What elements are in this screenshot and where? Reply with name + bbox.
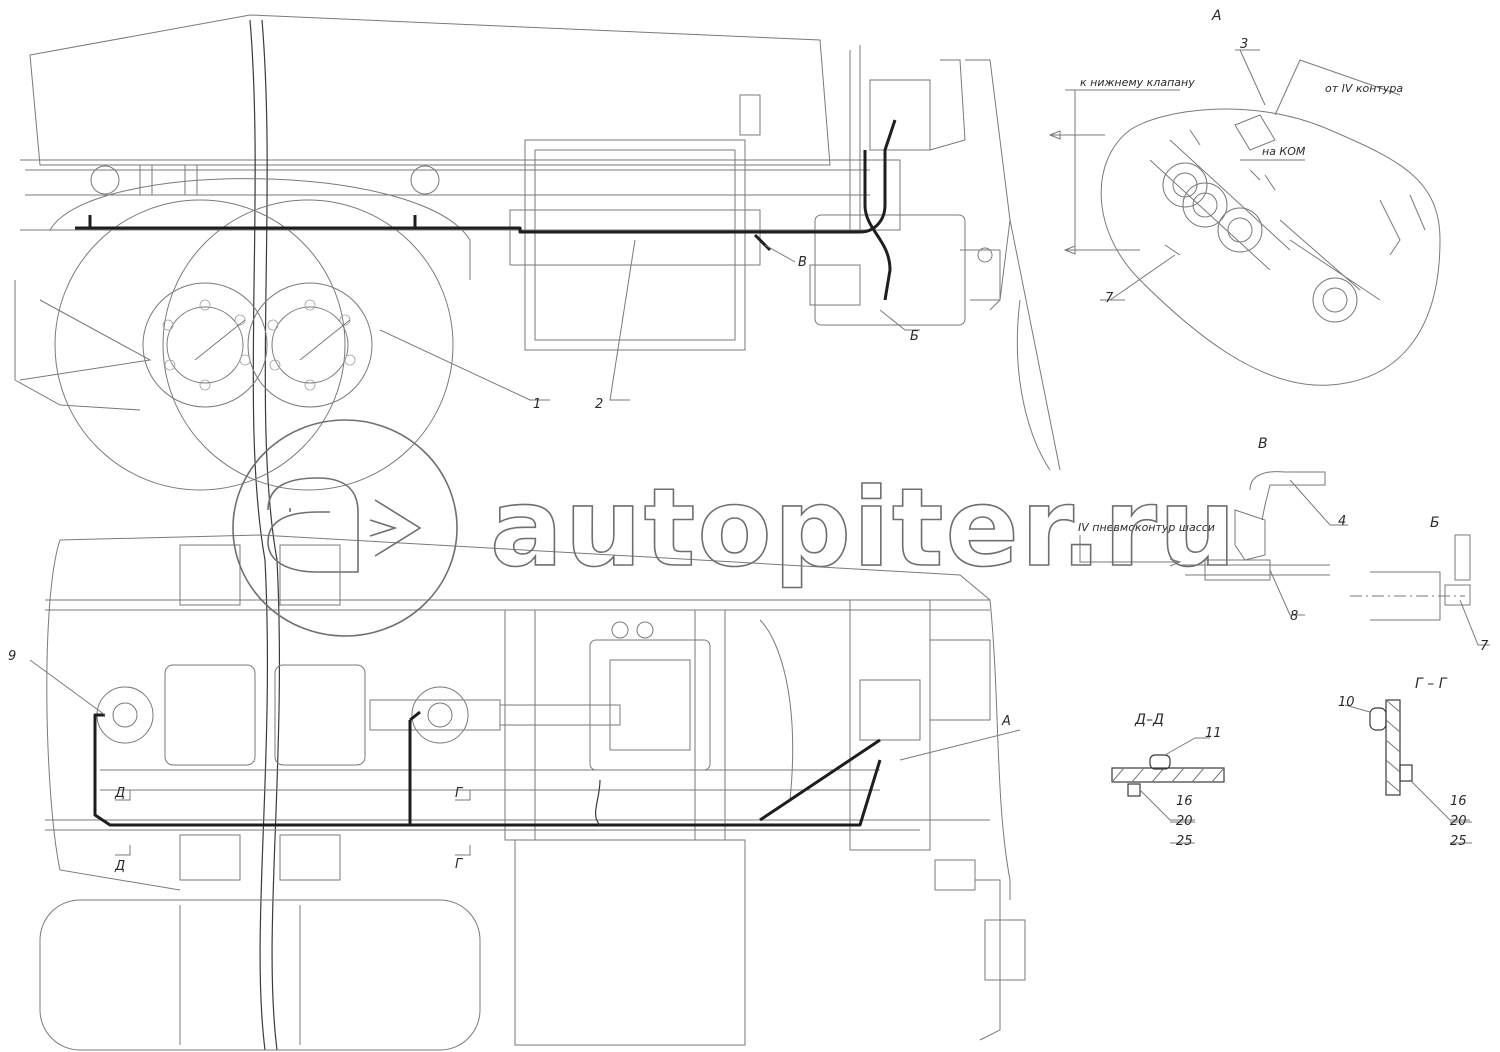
side-view: 1 2 В Б	[14, 14, 1061, 1051]
view-a-title: А	[1211, 8, 1222, 24]
view-a-note-lower-valve: к нижнему клапану	[1080, 76, 1195, 89]
detail-view-a: А 3 7 к нижнему клапану от IV контура на…	[1048, 8, 1441, 386]
section-d-callout-25: 25	[1176, 834, 1193, 849]
section-g-callout-10: 10	[1338, 695, 1355, 710]
view-v-callout-4: 4	[1338, 514, 1346, 529]
section-d-callout-11: 11	[1205, 726, 1222, 741]
view-b-callout-7: 7	[1480, 639, 1489, 654]
section-mark-g-bottom: Г	[455, 857, 464, 872]
section-g-g: Г – Г 10 16 20 25	[1338, 676, 1472, 849]
section-g-callout-25: 25	[1450, 834, 1467, 849]
view-b-title: Б	[1430, 515, 1440, 531]
plan-view: Д Д Г Г 9 А	[8, 534, 1026, 1051]
ref-view-v: В	[798, 255, 807, 270]
callout-9: 9	[8, 649, 16, 664]
section-d-d: Д–Д 11 16 20 25	[1111, 712, 1225, 849]
view-a-callout-7: 7	[1105, 291, 1114, 306]
watermark: autopiter.ru	[232, 419, 1238, 637]
ref-view-b: Б	[910, 329, 919, 344]
view-a-note-circuit-iv: от IV контура	[1325, 82, 1403, 95]
section-mark-g-top: Г	[455, 786, 464, 801]
view-a-note-pto: на КОМ	[1262, 145, 1306, 158]
detail-view-b: Б 7	[1350, 515, 1490, 654]
view-a-callout-3: 3	[1240, 37, 1248, 52]
view-v-callout-8: 8	[1290, 609, 1298, 624]
detail-view-v: В IV пневмоконтур шасси 4 8	[1078, 436, 1348, 624]
callout-1: 1	[533, 397, 541, 412]
view-v-title: В	[1258, 436, 1268, 452]
callout-2: 2	[595, 397, 603, 412]
view-v-note-circuit: IV пневмоконтур шасси	[1078, 521, 1215, 534]
section-g-callout-20: 20	[1450, 814, 1467, 829]
section-mark-d-top: Д	[114, 786, 125, 801]
section-d-callout-16: 16	[1176, 794, 1193, 809]
ref-view-a: А	[1001, 714, 1011, 729]
section-d-d-title: Д–Д	[1134, 712, 1164, 728]
section-g-callout-16: 16	[1450, 794, 1467, 809]
section-g-g-title: Г – Г	[1415, 676, 1448, 692]
watermark-text: autopiter.ru	[490, 466, 1238, 591]
section-d-callout-20: 20	[1176, 814, 1193, 829]
section-mark-d-bottom: Д	[114, 859, 125, 874]
